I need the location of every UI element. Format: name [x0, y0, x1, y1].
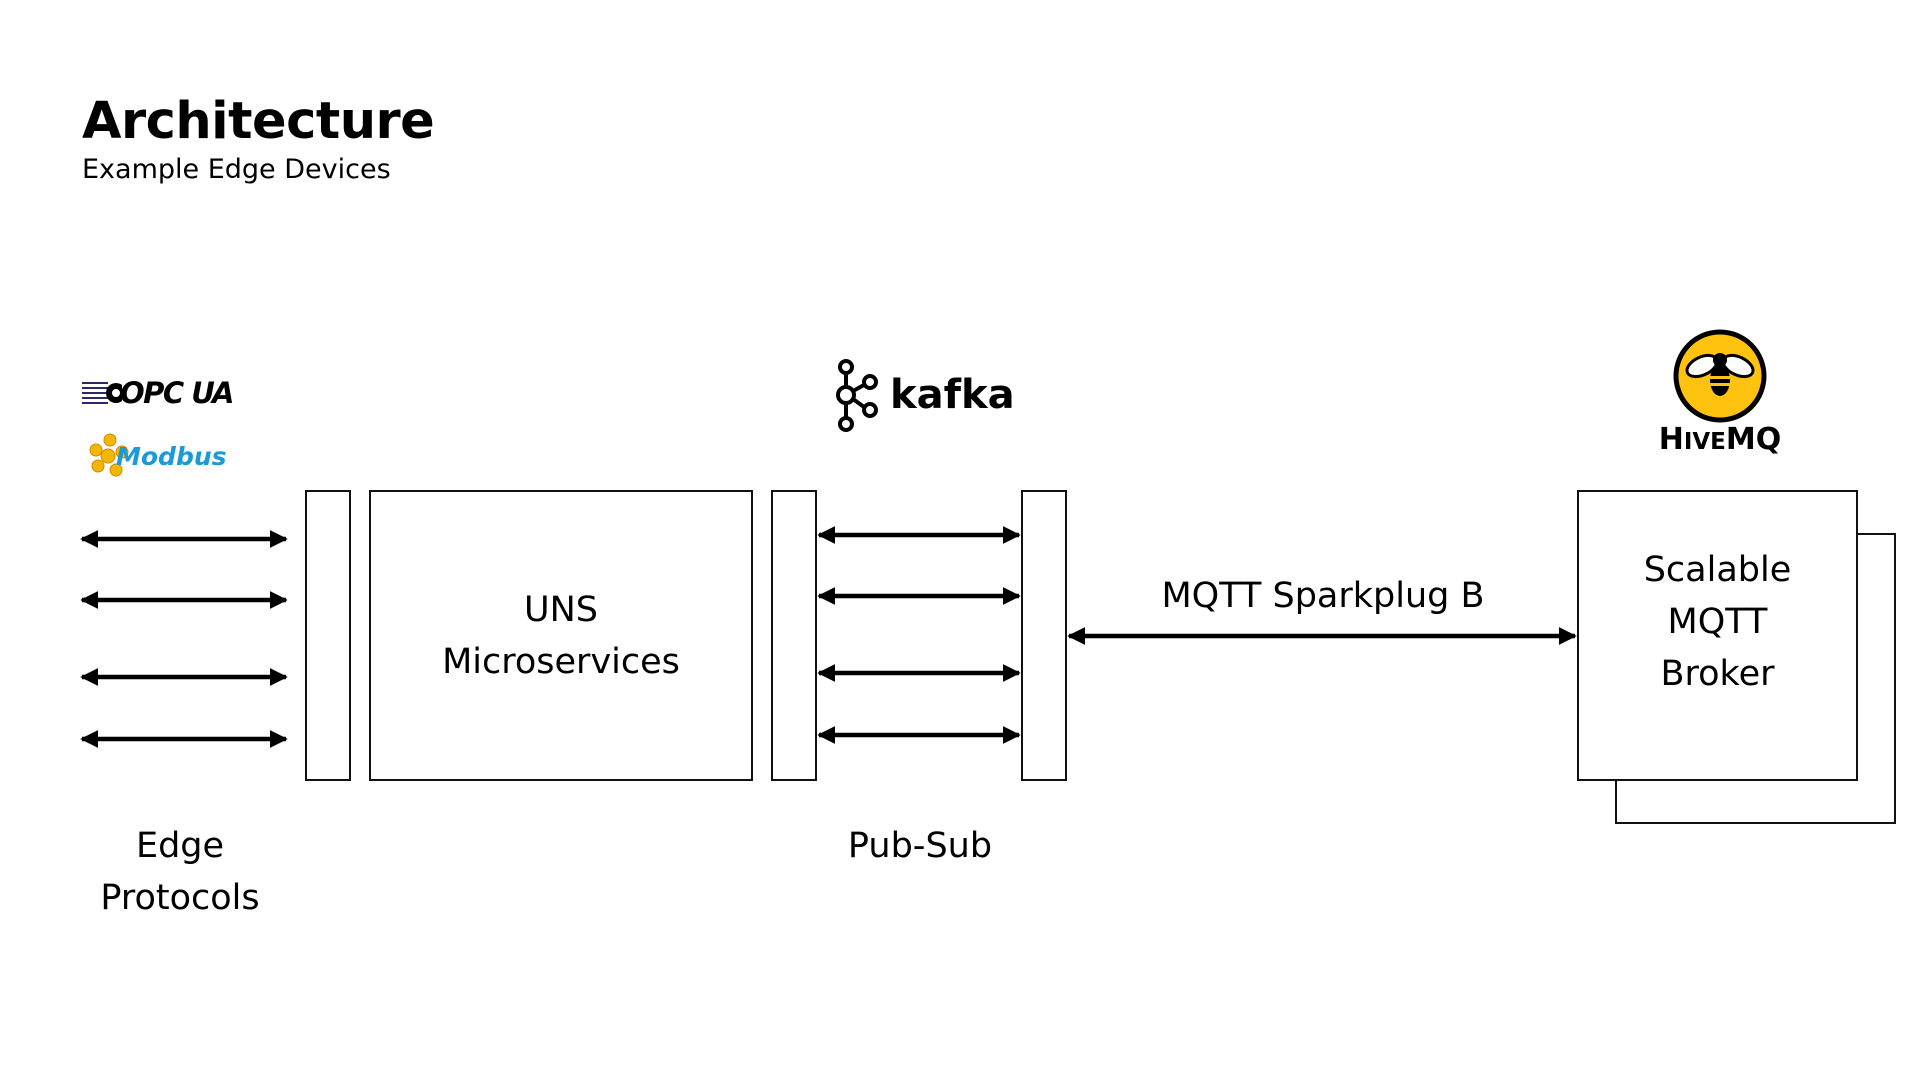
uns-microservices-box: [369, 490, 753, 781]
opcua-emblem-icon: [82, 382, 122, 404]
modbus-logo: Modbus: [86, 432, 256, 482]
uns-label-line2: Microservices: [442, 641, 680, 682]
kafka-icon: [836, 359, 878, 432]
page-title: Architecture: [82, 92, 435, 151]
uns-microservices-label: UNS Microservices: [369, 490, 753, 781]
broker-label-line2: MQTT: [1667, 601, 1768, 642]
pubsub-left-box: [771, 490, 817, 781]
opcua-logo-text: OPC UA: [120, 376, 234, 410]
page-subtitle: Example Edge Devices: [82, 154, 391, 185]
hivemq-wordmark: HIVEMQ: [1640, 422, 1800, 457]
hivemq-bee-icon: [1673, 329, 1767, 423]
modbus-network-icon: [89, 433, 129, 477]
mqtt-sparkplug-label: MQTT Sparkplug B: [1161, 576, 1485, 616]
edge-label-line2: Protocols: [100, 878, 260, 918]
uns-label-line1: UNS: [523, 589, 599, 630]
modbus-logo-text: Modbus: [116, 442, 227, 471]
edge-protocols-label: Edge Protocols: [60, 820, 300, 924]
broker-label-line1: Scalable: [1643, 549, 1792, 590]
hivemq-logo: HIVEMQ: [1640, 326, 1800, 457]
hivemq-text-h: H: [1658, 422, 1684, 457]
edge-adapter-box: [305, 490, 351, 781]
mqtt-broker-label: Scalable MQTT Broker: [1577, 476, 1858, 767]
kafka-logo: kafka: [832, 358, 1015, 434]
broker-label-line3: Broker: [1660, 653, 1775, 694]
kafka-logo-text: kafka: [890, 372, 1015, 418]
pubsub-right-box: [1021, 490, 1067, 781]
hivemq-text-mq: MQ: [1725, 422, 1782, 457]
mqtt-broker-box: [1577, 490, 1858, 781]
opcua-logo: OPC UA: [82, 374, 242, 414]
pubsub-label: Pub-Sub: [847, 826, 993, 866]
hivemq-text-ive: IVE: [1683, 429, 1726, 455]
edge-label-line1: Edge: [135, 826, 225, 866]
